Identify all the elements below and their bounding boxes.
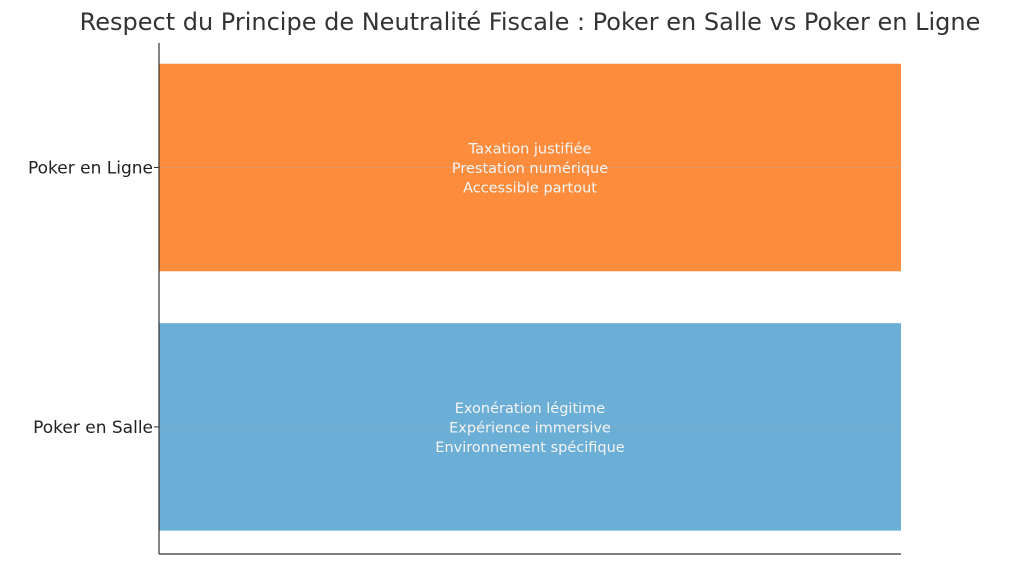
bar-annotation: Exonération légitime	[455, 401, 606, 417]
y-tick-label: Poker en Ligne	[28, 159, 153, 179]
bar-annotation: Prestation numérique	[452, 161, 608, 177]
bar-annotation: Accessible partout	[463, 181, 597, 197]
bar	[159, 63, 901, 272]
bar-annotation: Expérience immersive	[449, 420, 611, 436]
chart-title: Respect du Principe de Neutralité Fiscal…	[79, 8, 981, 36]
y-tick-label: Poker en Salle	[33, 418, 153, 438]
bar	[159, 323, 901, 531]
bar-annotation: Environnement spécifique	[435, 440, 625, 456]
bar-annotation: Taxation justifiée	[468, 142, 592, 158]
